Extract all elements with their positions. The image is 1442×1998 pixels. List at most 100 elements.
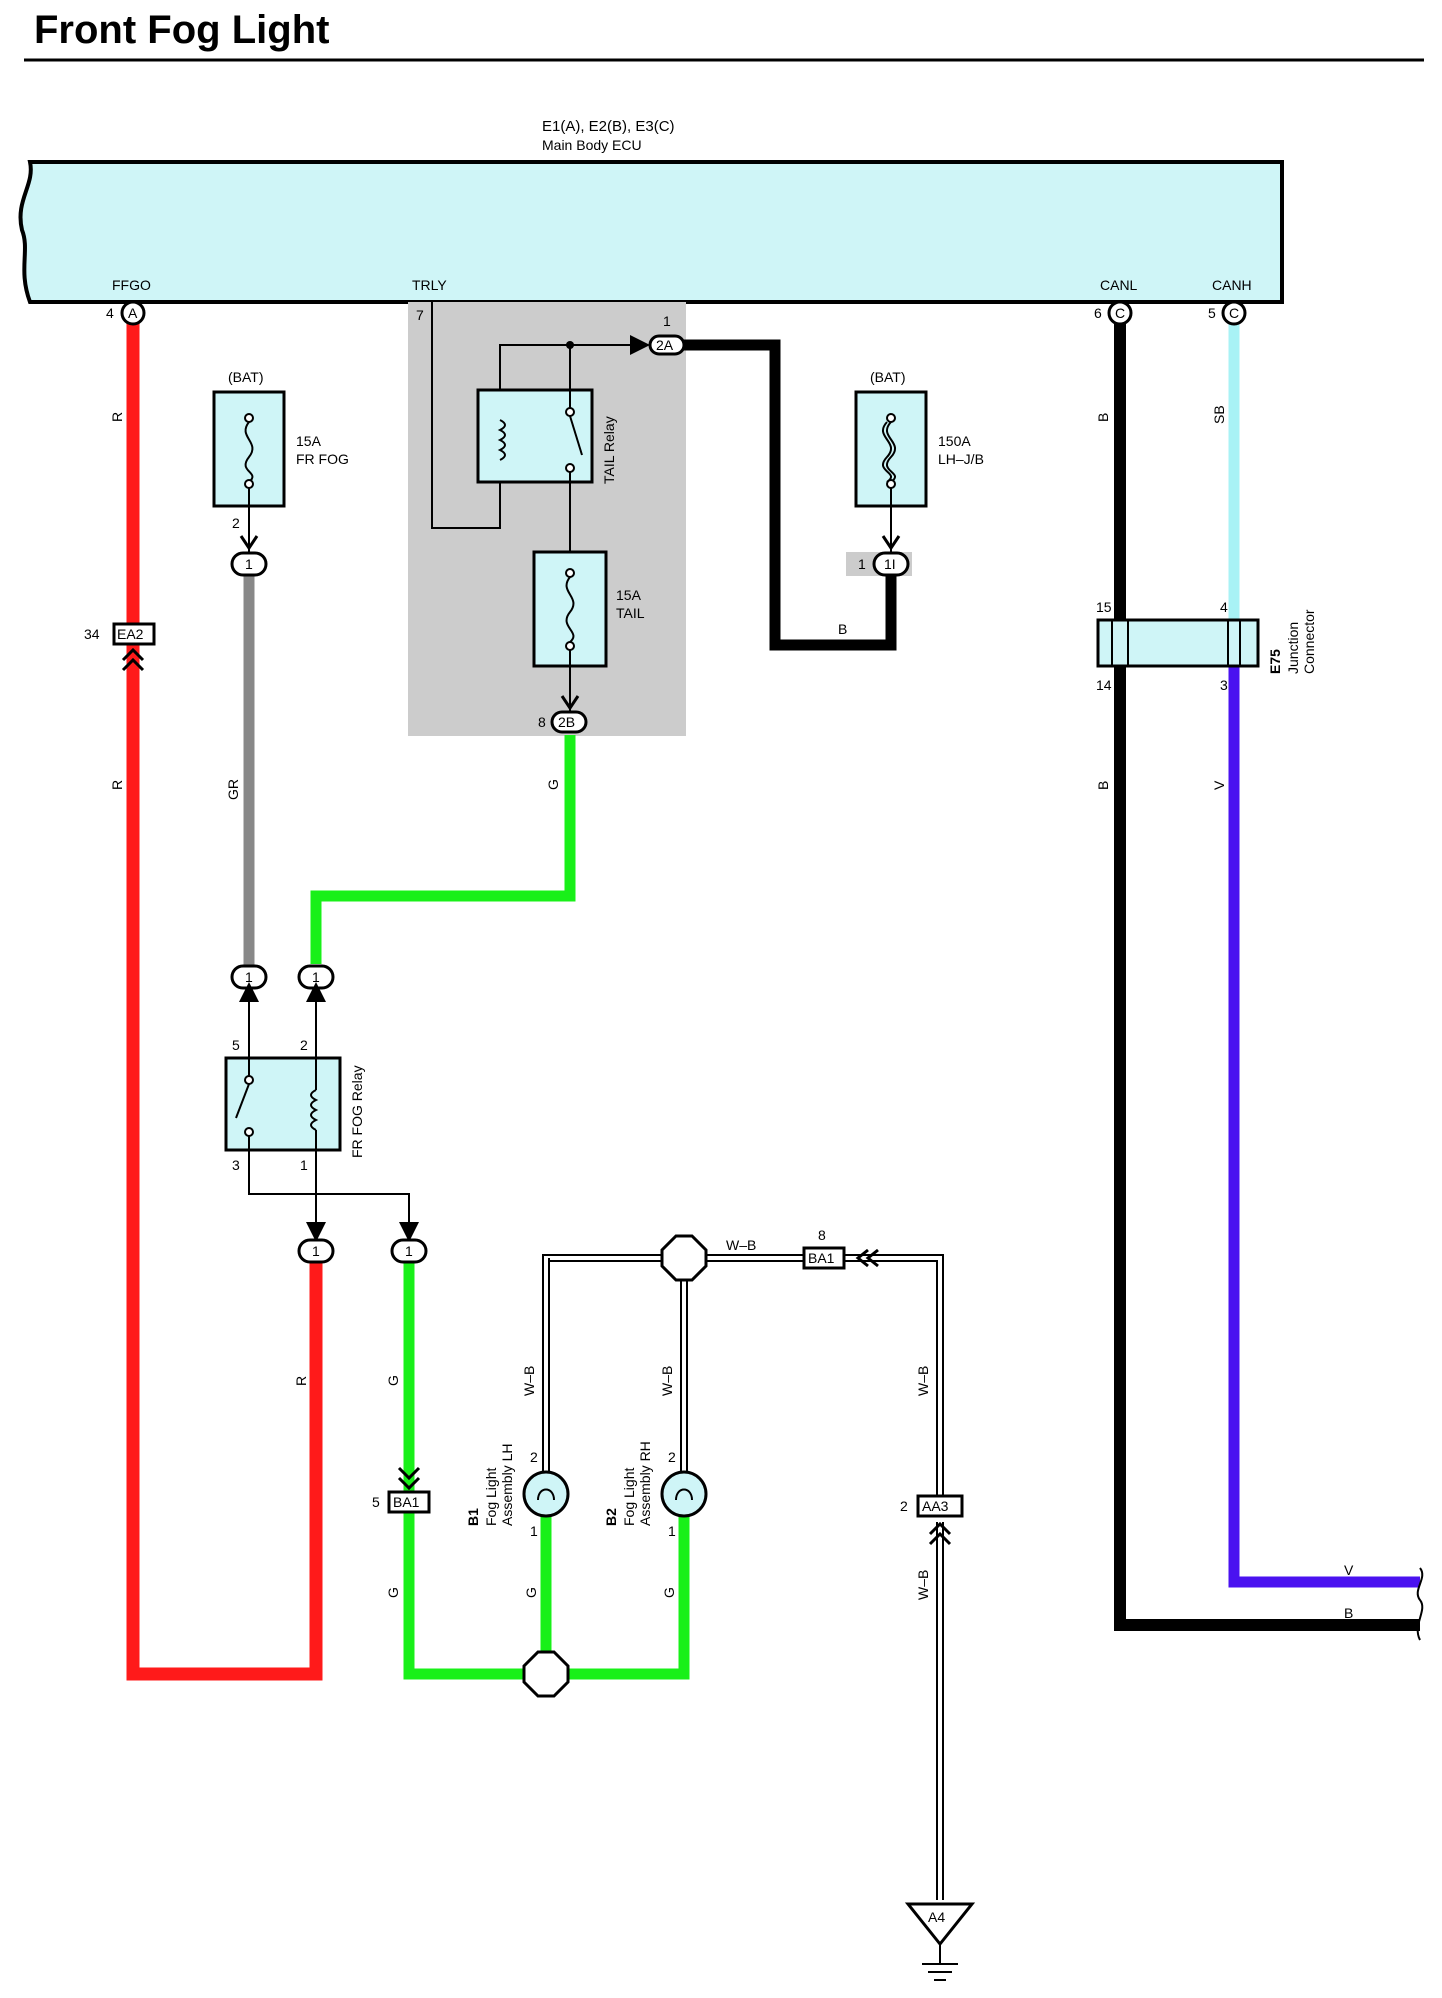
wire-label-g-1: G	[545, 779, 561, 790]
wire-label-b-canl-1: B	[1095, 413, 1111, 422]
wire-label-r-2: R	[109, 780, 125, 790]
trly-pin-num: 7	[416, 307, 424, 323]
wire-label-wb-5: W–B	[915, 1570, 931, 1600]
wire-label-wb-1: W–B	[726, 1237, 756, 1253]
canl-pin-num: 6	[1094, 305, 1102, 321]
ffgo-pin-num: 4	[106, 305, 114, 321]
fr-fog-relay-conn-bot-left	[297, 1238, 335, 1264]
wire-black-lhjb	[684, 339, 897, 651]
wire-green-tail	[310, 735, 576, 964]
wire-label-g-3: G	[385, 1587, 401, 1598]
wire-label-v-1: V	[1211, 780, 1227, 790]
wire-violet-v	[1228, 665, 1420, 1588]
splice-top	[660, 1234, 708, 1282]
conn-aa3-pin: 2	[900, 1498, 908, 1514]
wire-label-sb: SB	[1211, 405, 1227, 424]
fog-lh-pin-bot: 1	[530, 1523, 538, 1539]
wire-white-black	[542, 1254, 944, 1900]
ground-a4	[904, 1902, 976, 1947]
main-body-ecu-box	[18, 160, 1284, 304]
page-title: Front Fog Light	[34, 8, 330, 52]
fog-lh-line2: Assembly LH	[499, 1444, 515, 1526]
fuse-lhjb-pin: 1	[858, 556, 866, 572]
fog-rh-line1: Fog Light	[621, 1468, 637, 1526]
ea2-chevron	[121, 647, 145, 672]
fr-fog-relay-conn-tr-label: 1	[312, 969, 320, 985]
conn-ea2-pin: 34	[84, 626, 100, 642]
conn-ba1-right-pin: 8	[818, 1227, 826, 1243]
conn-2b	[550, 710, 588, 734]
ffgo-connector	[120, 300, 146, 326]
tail-relay-label: TAIL Relay	[601, 416, 617, 484]
fr-fog-relay	[224, 1056, 342, 1152]
break-mark	[1416, 1567, 1424, 1641]
fog-lamp-rh	[660, 1470, 708, 1518]
pin-label-canh: CANH	[1212, 277, 1252, 293]
canh-pin-num: 5	[1208, 305, 1216, 321]
wire-label-r-3: R	[293, 1376, 309, 1386]
canl-connector	[1107, 300, 1133, 326]
pin-label-ffgo: FFGO	[112, 277, 151, 293]
fuse-fr-fog-conn-label: 1	[245, 556, 253, 572]
junction-line1: Junction	[1285, 622, 1301, 674]
tail-relay	[431, 302, 632, 552]
wire-red-ffgo	[126, 314, 323, 1681]
wire-label-gr: GR	[225, 779, 241, 800]
wire-label-b-lhjb: B	[838, 621, 847, 637]
fuse-fr-fog-name: FR FOG	[296, 451, 349, 467]
fr-fog-relay-conn-br-label: 1	[405, 1243, 413, 1259]
conn-aa3-label: AA3	[922, 1498, 949, 1514]
fuse-lhjb-name: LH–J/B	[938, 451, 984, 467]
conn-ba1-left-pin: 5	[372, 1494, 380, 1510]
junction-line2: Connector	[1301, 609, 1317, 674]
pin-label-trly: TRLY	[412, 277, 447, 293]
conn-2a-pin: 1	[663, 313, 671, 329]
ecu-name: Main Body ECU	[542, 137, 642, 153]
conn-ba1-left	[387, 1490, 431, 1514]
fuse-fr-fog-conn	[230, 551, 268, 577]
conn-ba1-right	[802, 1246, 846, 1270]
fr-fog-relay-pin2: 2	[300, 1037, 308, 1053]
conn-2b-label: 2B	[558, 714, 575, 730]
fog-lh-pin-top: 2	[530, 1449, 538, 1465]
pin-label-canl: CANL	[1100, 277, 1138, 293]
wire-label-r-1: R	[109, 412, 125, 422]
wire-label-g-4: G	[523, 1587, 539, 1598]
ecu-ref: E1(A), E2(B), E3(C)	[542, 118, 675, 135]
fr-fog-relay-label: FR FOG Relay	[349, 1065, 365, 1158]
wire-label-b-canl-2: B	[1095, 781, 1111, 790]
fr-fog-relay-conn-bot-right	[390, 1238, 428, 1264]
ba1-right-chevron	[855, 1248, 879, 1268]
canh-connector	[1221, 300, 1247, 326]
fuse-lhjb-conn	[872, 551, 910, 577]
fr-fog-relay-conn-bl-label: 1	[312, 1243, 320, 1259]
fuse-tail-rating: 15A	[616, 587, 642, 603]
canl-conn-letter: C	[1115, 305, 1125, 321]
junction-pin14: 14	[1096, 677, 1112, 693]
fr-fog-relay-pin3: 3	[232, 1157, 240, 1173]
fog-rh-pin-top: 2	[668, 1449, 676, 1465]
wire-label-g-5: G	[661, 1587, 677, 1598]
fog-rh-ref: B2	[603, 1508, 619, 1526]
fuse-lhjb-conn-label: 1I	[884, 556, 896, 572]
conn-ba1-right-label: BA1	[808, 1250, 835, 1266]
fog-rh-line2: Assembly RH	[637, 1441, 653, 1526]
junction-pin3: 3	[1220, 677, 1228, 693]
splice-bottom	[522, 1650, 570, 1698]
ba1-left-chevron	[397, 1466, 421, 1491]
fuse-tail-name: TAIL	[616, 605, 645, 621]
conn-2a-label: 2A	[656, 337, 674, 353]
fuse-fr-fog-source: (BAT)	[228, 369, 264, 385]
ffgo-conn-letter: A	[128, 305, 138, 321]
fr-fog-relay-conn-tl-label: 1	[245, 969, 253, 985]
conn-aa3	[916, 1494, 964, 1518]
junction-ref: E75	[1267, 649, 1283, 674]
fog-lamp-lh	[522, 1470, 570, 1518]
fuse-lhjb-source: (BAT)	[870, 369, 906, 385]
junction-connector-e75	[1096, 618, 1260, 668]
fog-lh-ref: B1	[465, 1508, 481, 1526]
fuse-fr-fog-pin: 2	[232, 515, 240, 531]
junction-pin15: 15	[1096, 599, 1112, 615]
wire-label-wb-3: W–B	[659, 1366, 675, 1396]
